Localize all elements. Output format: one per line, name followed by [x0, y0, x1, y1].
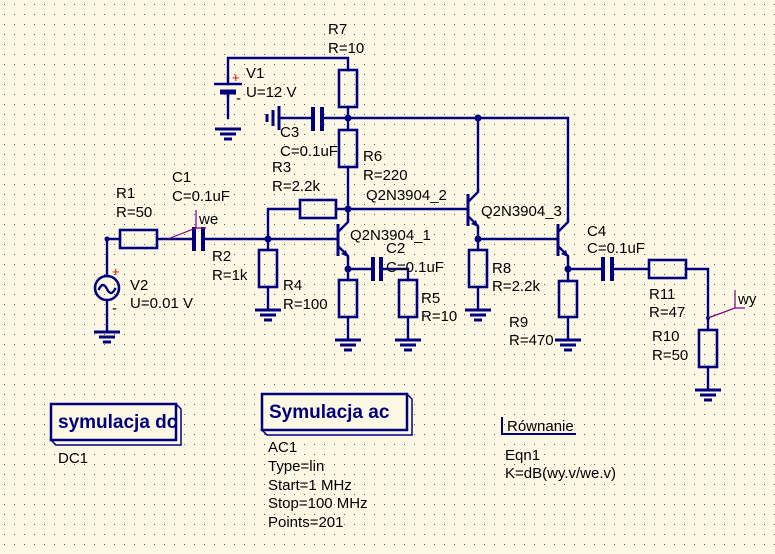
- label-r2: R2: [212, 248, 231, 265]
- probe-label-we: we: [198, 211, 218, 228]
- value-v1: U=12 V: [246, 84, 296, 101]
- sim-ac-block[interactable]: Symulacja ac AC1 Type=lin Start=1 MHz St…: [260, 392, 413, 531]
- ac-source-v2[interactable]: + -: [93, 264, 121, 317]
- label-c4: C4: [587, 223, 606, 240]
- label-r4: R4: [283, 277, 302, 294]
- label-c3: C3: [280, 124, 299, 141]
- transistor-q2[interactable]: [466, 188, 480, 230]
- equation-expr: K=dB(wy.v/we.v): [505, 465, 616, 482]
- label-r1: R1: [116, 185, 135, 202]
- resistor-r8[interactable]: [467, 248, 489, 289]
- value-r5: R=10: [421, 308, 457, 325]
- label-r10: R10: [652, 328, 680, 345]
- value-v2: U=0.01 V: [130, 295, 193, 312]
- value-r1: R=50: [116, 204, 152, 221]
- label-c2: C2: [386, 240, 405, 257]
- label-r7: R7: [328, 21, 347, 38]
- sim-ac-name: AC1: [268, 439, 297, 456]
- label-r9: R9: [509, 314, 528, 331]
- sim-dc-name: DC1: [58, 450, 88, 467]
- label-r6: R6: [363, 148, 382, 165]
- value-c1: C=0.1uF: [172, 188, 230, 205]
- resistor-r11[interactable]: [647, 258, 688, 280]
- junctions: [104, 114, 710, 320]
- label-v1: V1: [246, 65, 264, 82]
- sim-ac-points: Points=201: [268, 514, 343, 531]
- label-v2: V2: [130, 277, 148, 294]
- value-r6: R=220: [363, 167, 408, 184]
- label-q3: Q2N3904_3: [481, 203, 562, 220]
- resistor-r7[interactable]: [337, 68, 359, 109]
- probe-wy[interactable]: wy: [707, 290, 757, 319]
- resistor-r9[interactable]: [557, 279, 579, 319]
- component-labels: R7 R=10 V1 U=12 V C3 C=0.1uF R6 R=220 R3…: [116, 21, 688, 364]
- value-r10: R=50: [652, 347, 688, 364]
- value-r3: R=2.2k: [272, 178, 320, 195]
- equation-title: Równanie: [507, 418, 574, 435]
- probe-we[interactable]: we: [167, 210, 218, 240]
- value-r9: R=470: [509, 332, 554, 349]
- label-r3: R3: [272, 159, 291, 176]
- label-c1: C1: [172, 169, 191, 186]
- sim-ac-start: Start=1 MHz: [268, 477, 352, 494]
- plus-sign: +: [112, 264, 120, 279]
- value-c3: C=0.1uF: [280, 143, 338, 160]
- sim-dc-title: symulacja dc: [58, 412, 178, 433]
- value-c2: C=0.1uF: [386, 259, 444, 276]
- plus-sign: +: [232, 70, 240, 85]
- capacitor-c4[interactable]: [601, 257, 614, 281]
- sim-ac-title: Symulacja ac: [269, 402, 390, 423]
- value-r8: R=2.2k: [492, 278, 540, 295]
- resistor-r1[interactable]: [118, 228, 159, 250]
- capacitor-c2[interactable]: [371, 257, 383, 281]
- transistor-q3[interactable]: [556, 218, 570, 260]
- label-q2: Q2N3904_2: [366, 187, 447, 204]
- capacitor-c1[interactable]: [192, 227, 205, 251]
- sim-ac-type: Type=lin: [268, 458, 324, 475]
- dc-source-v1[interactable]: + -: [214, 70, 242, 107]
- label-r5: R5: [421, 290, 440, 307]
- resistor-r10[interactable]: [697, 328, 719, 369]
- resistor-r5[interactable]: [397, 278, 419, 319]
- sim-ac-stop: Stop=100 MHz: [268, 495, 368, 512]
- value-r2: R=1k: [212, 267, 248, 284]
- minus-sign: -: [236, 90, 241, 107]
- value-r11: R=47: [649, 304, 685, 321]
- value-c4: C=0.1uF: [587, 240, 645, 257]
- equation-name: Eqn1: [505, 447, 540, 464]
- label-q1: Q2N3904_1: [350, 227, 431, 244]
- minus-sign: -: [112, 300, 117, 317]
- resistor-r3[interactable]: [298, 198, 338, 220]
- equation-block[interactable]: Równanie Eqn1 K=dB(wy.v/we.v): [501, 417, 616, 482]
- label-r11: R11: [649, 286, 675, 303]
- sim-dc-block[interactable]: symulacja dc DC1: [49, 402, 182, 467]
- ground-icon: [265, 106, 281, 130]
- transistor-q1[interactable]: [336, 218, 350, 260]
- label-r8: R8: [492, 260, 511, 277]
- capacitor-c3[interactable]: [311, 107, 324, 131]
- resistor-r2[interactable]: [257, 248, 279, 289]
- value-r7: R=10: [328, 40, 364, 57]
- resistor-r4[interactable]: [337, 278, 359, 319]
- probe-label-wy: wy: [737, 291, 757, 308]
- value-r4: R=100: [283, 296, 328, 313]
- resistor-r6[interactable]: [337, 128, 359, 169]
